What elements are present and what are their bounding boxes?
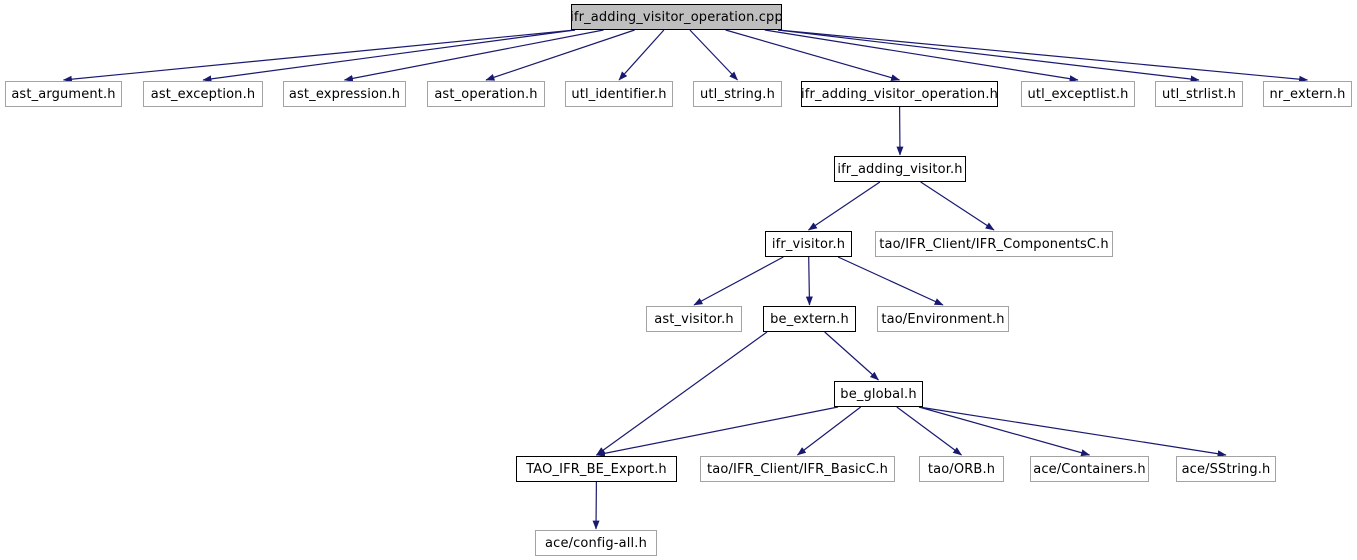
- graph-node-label: TAO_IFR_BE_Export.h: [526, 461, 667, 477]
- graph-node-label: ifr_adding_visitor_operation.h: [801, 86, 998, 102]
- graph-node-label: tao/ORB.h: [927, 461, 996, 477]
- graph-edge-be_global-to-ifr_basic: [797, 406, 862, 456]
- graph-node-label: utl_exceptlist.h: [1027, 86, 1129, 102]
- graph-node-nr_extern[interactable]: nr_extern.h: [1263, 81, 1352, 107]
- graph-node-label: be_global.h: [840, 386, 917, 402]
- graph-node-ifr_avo_h[interactable]: ifr_adding_visitor_operation.h: [801, 81, 998, 107]
- graph-node-label: nr_extern.h: [1269, 86, 1346, 102]
- graph-node-ast_arg[interactable]: ast_argument.h: [5, 81, 122, 107]
- graph-node-ifr_vis[interactable]: ifr_visitor.h: [765, 231, 852, 257]
- graph-node-label: ast_visitor.h: [654, 311, 734, 327]
- graph-node-tao_env[interactable]: tao/Environment.h: [877, 306, 1009, 332]
- graph-node-label: be_extern.h: [770, 311, 849, 327]
- graph-node-label: ast_exception.h: [150, 86, 256, 102]
- graph-node-utl_str[interactable]: utl_string.h: [693, 81, 782, 107]
- graph-node-label: tao/Environment.h: [881, 311, 1005, 327]
- graph-node-ifr_basic[interactable]: tao/IFR_Client/IFR_BasicC.h: [700, 456, 895, 482]
- graph-node-label: ast_argument.h: [11, 86, 116, 102]
- graph-edge-ifr_vis-to-ast_vis: [693, 256, 784, 306]
- graph-edge-root-to-ast_arg: [62, 29, 576, 83]
- graph-node-root[interactable]: ifr_adding_visitor_operation.cpp: [570, 4, 783, 30]
- graph-edge-be_extern-to-be_global: [824, 331, 879, 381]
- graph-node-ace_cfg[interactable]: ace/config-all.h: [535, 530, 657, 556]
- graph-node-label: tao/IFR_Client/IFR_ComponentsC.h: [879, 236, 1109, 252]
- graph-edge-ifr_vis-to-be_extern: [805, 256, 813, 306]
- graph-edge-be_global-to-ace_sstr: [918, 406, 1227, 458]
- graph-edge-ifr_av_h-to-ifr_comp: [920, 181, 995, 231]
- graph-edge-root-to-nr_extern: [777, 29, 1309, 83]
- graph-node-label: ace/SString.h: [1181, 461, 1271, 477]
- graph-edge-root-to-utl_exc: [764, 29, 1079, 83]
- graph-node-ast_op[interactable]: ast_operation.h: [427, 81, 545, 107]
- graph-node-ifr_av_h[interactable]: ifr_adding_visitor.h: [834, 156, 966, 182]
- graph-edge-be_extern-to-tao_export: [596, 331, 768, 456]
- graph-node-utl_strl[interactable]: utl_strlist.h: [1155, 81, 1243, 107]
- graph-node-label: ifr_adding_visitor.h: [837, 161, 963, 177]
- graph-edge-root-to-ifr_avo_h: [725, 29, 901, 82]
- graph-edge-root-to-ast_expr: [343, 29, 604, 82]
- graph-node-label: ifr_visitor.h: [771, 236, 846, 252]
- graph-node-label: ast_expression.h: [288, 86, 401, 102]
- graph-edge-be_global-to-tao_export: [595, 406, 839, 457]
- graph-node-label: tao/IFR_Client/IFR_BasicC.h: [706, 461, 889, 477]
- graph-edge-be_global-to-ace_cont: [918, 406, 1091, 457]
- graph-node-tao_orb[interactable]: tao/ORB.h: [919, 456, 1004, 482]
- graph-edge-root-to-utl_id: [618, 29, 665, 81]
- graph-edge-root-to-utl_str: [689, 29, 738, 81]
- graph-node-label: ast_operation.h: [434, 86, 538, 102]
- graph-node-label: ace/Containers.h: [1033, 461, 1146, 477]
- graph-node-ast_expr[interactable]: ast_expression.h: [283, 81, 406, 107]
- graph-edge-ifr_vis-to-tao_env: [837, 256, 944, 306]
- graph-node-ace_cont[interactable]: ace/Containers.h: [1030, 456, 1149, 482]
- graph-node-ace_sstr[interactable]: ace/SString.h: [1176, 456, 1276, 482]
- graph-node-label: ifr_adding_visitor_operation.cpp: [570, 9, 783, 25]
- graph-node-ifr_comp[interactable]: tao/IFR_Client/IFR_ComponentsC.h: [875, 231, 1113, 257]
- graph-edge-ifr_av_h-to-ifr_vis: [808, 181, 881, 231]
- graph-node-be_extern[interactable]: be_extern.h: [763, 306, 856, 332]
- graph-node-utl_exc[interactable]: utl_exceptlist.h: [1021, 81, 1135, 107]
- graph-node-label: ace/config-all.h: [545, 535, 647, 551]
- graph-node-utl_id[interactable]: utl_identifier.h: [565, 81, 673, 107]
- graph-node-tao_export[interactable]: TAO_IFR_BE_Export.h: [516, 456, 677, 482]
- graph-node-label: utl_string.h: [700, 86, 775, 102]
- graph-edge-root-to-utl_strl: [777, 29, 1200, 83]
- graph-node-ast_exc[interactable]: ast_exception.h: [143, 81, 263, 107]
- graph-node-ast_vis[interactable]: ast_visitor.h: [646, 306, 742, 332]
- graph-node-label: utl_strlist.h: [1161, 86, 1237, 102]
- graph-edge-root-to-ast_op: [485, 29, 635, 81]
- graph-node-label: utl_identifier.h: [571, 86, 667, 102]
- graph-node-be_global[interactable]: be_global.h: [834, 381, 923, 407]
- graph-edge-root-to-ast_exc: [202, 29, 576, 83]
- graph-edge-be_global-to-tao_orb: [896, 406, 962, 456]
